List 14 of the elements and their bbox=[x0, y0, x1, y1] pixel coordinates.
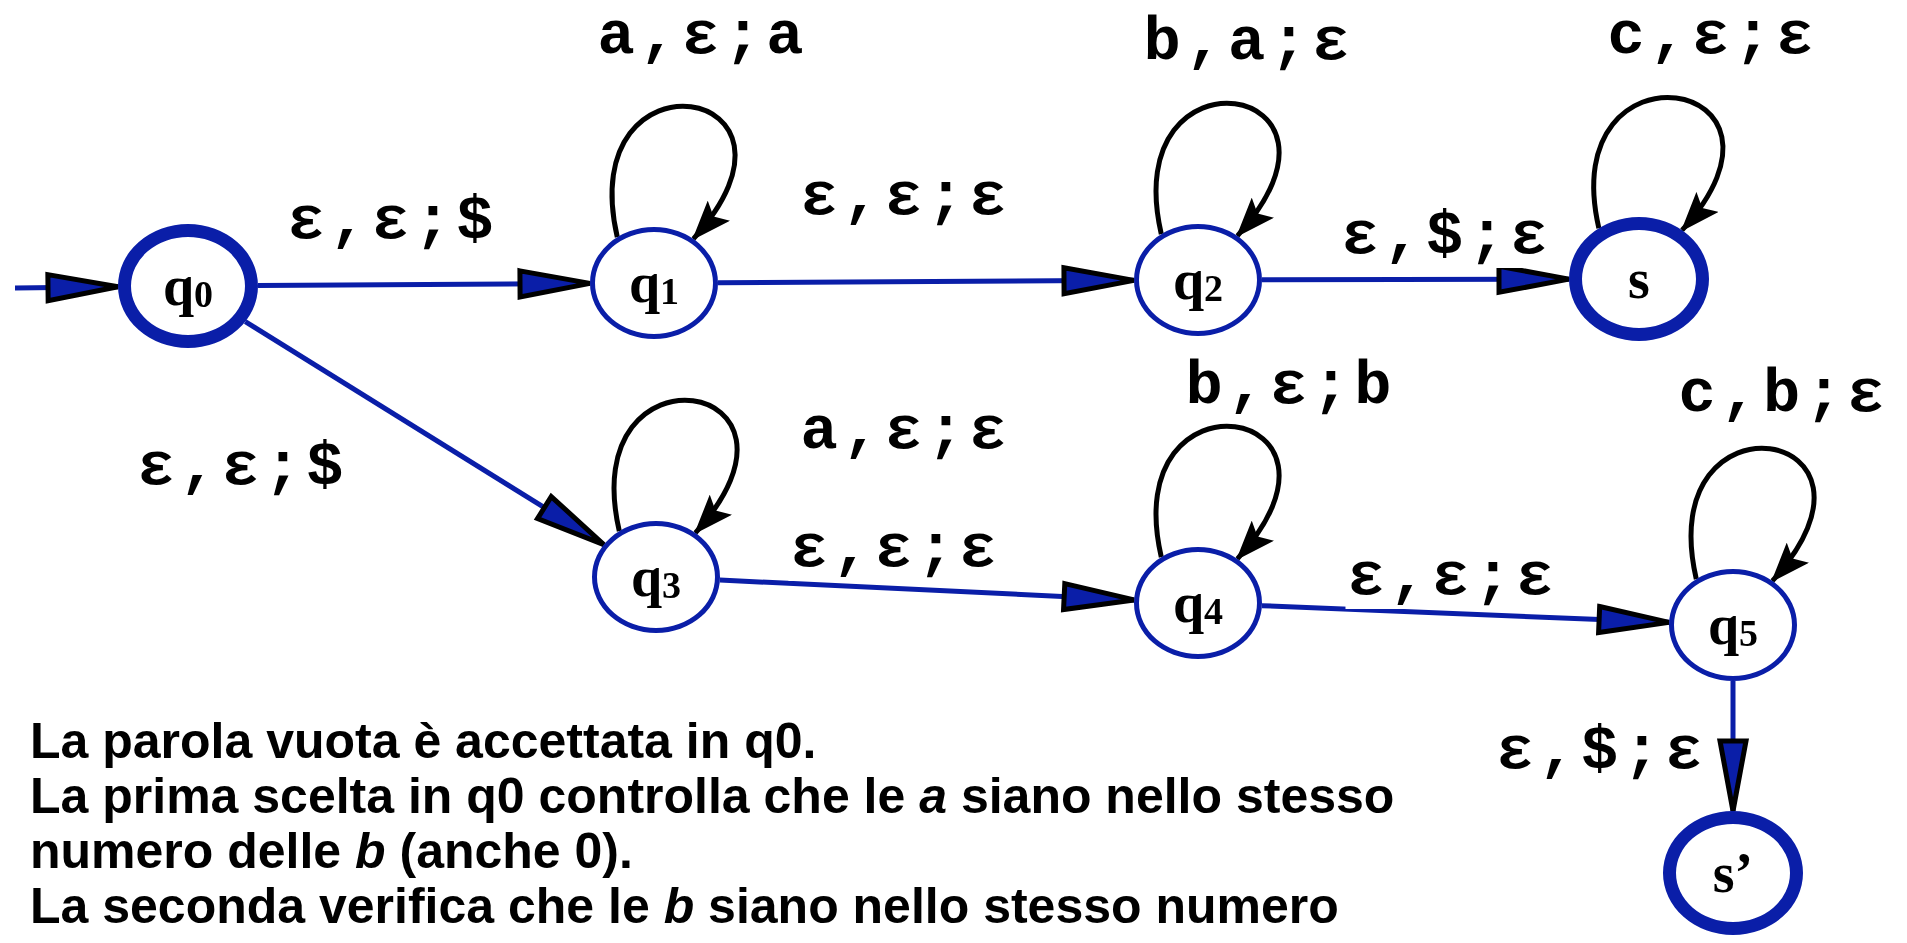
note-text: La prima scelta in q0 controlla che le a siano nello stesso numero delle b (anche 0). bbox=[30, 769, 1396, 879]
self-loop-arrow bbox=[1688, 446, 1816, 583]
transition-arrow bbox=[1261, 603, 1672, 635]
self-loop-arrow bbox=[611, 398, 739, 535]
self-loop-arrow bbox=[1153, 424, 1281, 561]
self-loop-arrow bbox=[1591, 95, 1725, 232]
state-label: s’ bbox=[1712, 845, 1754, 901]
transition-arrow bbox=[243, 319, 607, 548]
transition-arrow bbox=[719, 577, 1137, 613]
note-text: La parola vuota è accettata in q0. bbox=[30, 714, 818, 769]
self-loop-arrow bbox=[1153, 101, 1281, 238]
state-label: s bbox=[1628, 251, 1650, 307]
note-text: La seconda verifica che le b siano nello stesso numero bbox=[30, 879, 1340, 934]
self-loop-arrow bbox=[609, 104, 737, 241]
